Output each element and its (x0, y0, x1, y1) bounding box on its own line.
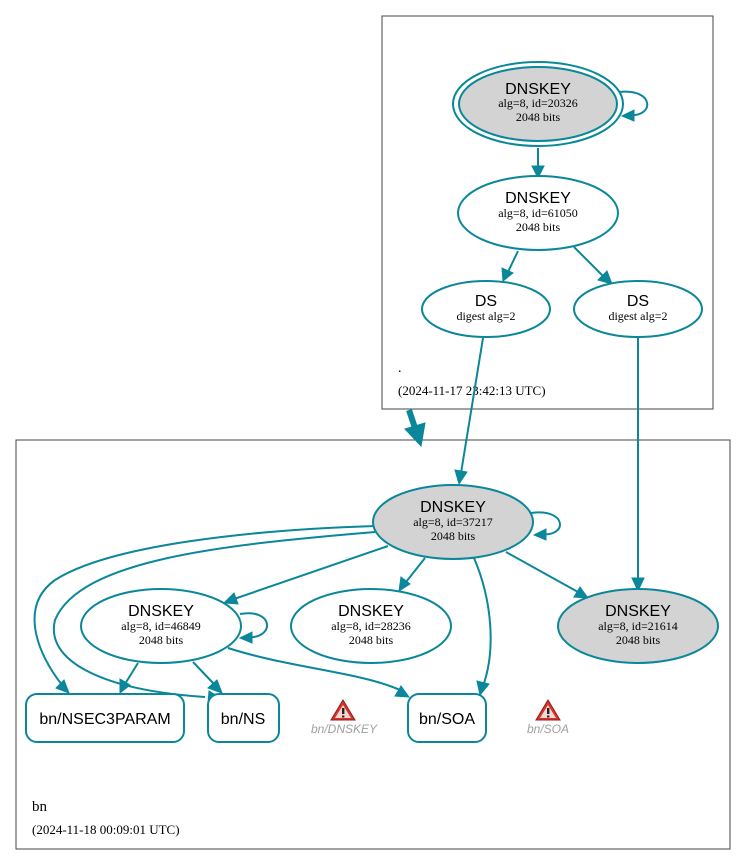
edge-arrowhead (631, 577, 645, 593)
rrset-soa: bn/SOA (407, 693, 487, 743)
node-root-zsk: DNSKEY alg=8, id=61050 2048 bits (457, 175, 619, 251)
zone-name-bn: bn (32, 799, 48, 815)
node-root-ksk: DNSKEY alg=8, id=20326 2048 bits (452, 61, 624, 147)
warning-triangle-icon (330, 699, 356, 721)
node-ellipse (573, 280, 703, 338)
node-detail: digest alg=2 (456, 309, 515, 323)
edge-zsk1-ns (192, 661, 215, 685)
rrset-ns: bn/NS (207, 693, 280, 743)
edge-arrowhead (207, 679, 223, 694)
node-ellipse (80, 588, 242, 664)
node-ellipse (290, 588, 452, 664)
node-ellipse (372, 484, 534, 560)
node-bn-ksk2: DNSKEY alg=8, id=21614 2048 bits (557, 588, 719, 664)
rrset-nsec3param: bn/NSEC3PARAM (25, 693, 185, 743)
node-detail: alg=8, id=61050 (498, 206, 578, 220)
node-title: DNSKEY (128, 603, 194, 620)
rrset-box (407, 693, 487, 743)
zone-box-root (381, 15, 714, 410)
node-detail: alg=8, id=28236 (331, 619, 411, 633)
edge-delegation (406, 409, 418, 429)
edges (33, 90, 649, 704)
node-root-ds2: DS digest alg=2 (573, 280, 703, 338)
node-size: 2048 bits (516, 110, 561, 124)
node-size: 2048 bits (349, 633, 394, 647)
warning-triangle-icon (535, 699, 561, 721)
zone-name-root: . (398, 361, 402, 376)
edge-arrowhead (454, 469, 468, 486)
edge-ksk1-zsk2 (405, 557, 426, 583)
warning-label: bn/SOA (527, 722, 569, 736)
rrset-label: bn/SOA (419, 711, 475, 728)
edge-arrowhead (238, 631, 253, 644)
rrset-box (207, 693, 280, 743)
node-ellipse (421, 280, 551, 338)
node-title: DNSKEY (505, 190, 571, 207)
node-detail: alg=8, id=21614 (598, 619, 678, 633)
zone-box-bn (15, 439, 731, 850)
warning-label: bn/DNSKEY (311, 722, 378, 736)
edge-arrowhead (620, 109, 635, 122)
edge-arrowhead (501, 267, 514, 282)
edge-zsk1-nsec3param (124, 662, 139, 685)
edge-ksk1-ns (52, 531, 376, 698)
edge-bn-ksk1-self (530, 511, 561, 536)
node-root-ds1: DS digest alg=2 (421, 280, 551, 338)
zone-timestamp-root: (2024-11-17 23:42:13 UTC) (398, 383, 546, 398)
node-detail: digest alg=2 (608, 309, 667, 323)
edge-arrowhead (394, 685, 411, 698)
node-bn-zsk2: DNSKEY alg=8, id=28236 2048 bits (290, 588, 452, 664)
edge-ds1-bn-ksk1 (460, 337, 484, 474)
rrset-box (25, 693, 185, 743)
node-title: DNSKEY (420, 499, 486, 516)
node-bn-zsk1: DNSKEY alg=8, id=46849 2048 bits (80, 588, 242, 664)
node-size: 2048 bits (139, 633, 184, 647)
node-size: 2048 bits (431, 529, 476, 543)
node-title: DNSKEY (505, 81, 571, 98)
edge-arrowhead (532, 528, 547, 541)
edge-zsk-ds1 (507, 250, 519, 273)
node-detail: alg=8, id=20326 (498, 96, 578, 110)
node-title: DS (627, 293, 649, 310)
edge-arrowhead (55, 679, 70, 694)
node-ring-outer (452, 61, 624, 147)
warning-soa: bn/SOA (527, 699, 569, 736)
node-ellipse (557, 588, 719, 664)
rrset-label: bn/NSEC3PARAM (39, 711, 170, 728)
edge-arrowhead (531, 165, 545, 180)
edge-arrowhead (573, 586, 590, 599)
zone-timestamp-bn: (2024-11-18 00:09:01 UTC) (32, 822, 180, 837)
node-detail: alg=8, id=46849 (121, 619, 201, 633)
edge-arrowhead (398, 576, 411, 593)
node-title: DS (475, 293, 497, 310)
edge-ksk1-zsk1 (233, 545, 389, 600)
edge-arrowhead (597, 270, 613, 285)
edge-arrowhead (222, 592, 239, 605)
node-size: 2048 bits (616, 633, 661, 647)
edge-zsk1-self (239, 612, 268, 639)
edge-arrowhead (476, 680, 490, 697)
node-detail: alg=8, id=37217 (413, 515, 493, 529)
edge-root-ksk-self (618, 90, 649, 117)
node-bn-ksk1: DNSKEY alg=8, id=37217 2048 bits (372, 484, 534, 560)
node-ellipse (458, 66, 618, 142)
rrset-label: bn/NS (221, 711, 265, 728)
edge-zsk-ds2 (573, 246, 604, 277)
edge-ksk1-soa (473, 557, 492, 687)
edge-ksk1-ksk2 (505, 551, 579, 593)
edge-zsk1-soa (227, 647, 401, 691)
edge-arrowhead (119, 678, 131, 695)
node-ellipse (457, 175, 619, 251)
edge-ksk1-nsec3param (33, 525, 376, 686)
node-title: DNSKEY (605, 603, 671, 620)
node-size: 2048 bits (516, 220, 561, 234)
warning-dnskey: bn/DNSKEY (311, 699, 378, 736)
edge-arrowhead (404, 422, 426, 448)
node-title: DNSKEY (338, 603, 404, 620)
